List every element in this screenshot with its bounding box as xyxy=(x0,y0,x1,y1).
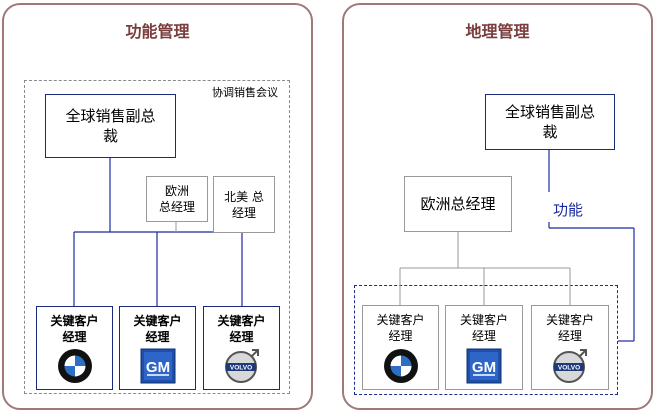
key-account-label: 关键客户 经理 xyxy=(459,313,508,343)
bmw-logo-icon xyxy=(383,349,418,383)
europe-gm-box: 欧洲 总经理 xyxy=(146,176,208,222)
key-account-label: 关键客户 经理 xyxy=(133,314,182,344)
functional-title: 功能管理 xyxy=(125,22,190,41)
sales-council-boundary xyxy=(24,80,290,394)
gm-logo-icon: GM xyxy=(466,348,502,384)
north-america-gm-label: 北美 总 经理 xyxy=(224,189,264,220)
key-account-card-volvo-geo: 关键客户 经理 VOLVO xyxy=(531,305,609,390)
key-account-card-gm-geo: 关键客户 经理 GM xyxy=(445,305,523,390)
europe-gm-label: 欧洲 总经理 xyxy=(158,184,195,214)
geographic-management-panel: 地理管理 xyxy=(342,3,653,410)
geographic-title: 地理管理 xyxy=(465,22,530,41)
volvo-logo-icon: VOLVO xyxy=(553,349,587,383)
europe-gm-label-geo: 欧洲总经理 xyxy=(420,195,496,213)
gm-logo-icon: GM xyxy=(140,348,175,384)
key-accounts-boundary xyxy=(354,285,618,395)
svg-text:GM: GM xyxy=(472,359,496,376)
key-account-card-volvo: 关键客户 经理 VOLVO xyxy=(203,306,280,390)
sales-council-label: 协调销售会议 xyxy=(212,86,278,99)
key-account-label: 关键客户 经理 xyxy=(217,314,266,344)
key-account-label: 关键客户 经理 xyxy=(545,313,594,343)
global-sales-vp-box-geo: 全球销售副总 裁 xyxy=(485,94,615,150)
bmw-logo-icon xyxy=(57,349,92,383)
global-sales-vp-label: 全球销售副总 裁 xyxy=(65,107,156,145)
key-account-card-bmw: 关键客户 经理 xyxy=(36,306,113,390)
north-america-gm-box: 北美 总 经理 xyxy=(213,176,275,233)
key-account-card-bmw-geo: 关键客户 经理 xyxy=(362,305,439,390)
svg-text:VOLVO: VOLVO xyxy=(558,365,580,372)
function-line-label: 功能 xyxy=(553,201,584,219)
global-sales-vp-label-geo: 全球销售副总 裁 xyxy=(504,103,595,141)
key-account-card-gm: 关键客户 经理 GM xyxy=(119,306,196,390)
volvo-logo-icon: VOLVO xyxy=(224,349,259,383)
functional-management-panel: 功能管理 xyxy=(2,3,313,410)
key-account-label: 关键客户 经理 xyxy=(50,314,99,344)
svg-text:VOLVO: VOLVO xyxy=(229,365,251,372)
europe-gm-box-geo: 欧洲总经理 xyxy=(404,176,512,232)
key-account-label: 关键客户 经理 xyxy=(376,313,425,343)
svg-text:GM: GM xyxy=(145,359,169,376)
global-sales-vp-box: 全球销售副总 裁 xyxy=(45,94,176,158)
